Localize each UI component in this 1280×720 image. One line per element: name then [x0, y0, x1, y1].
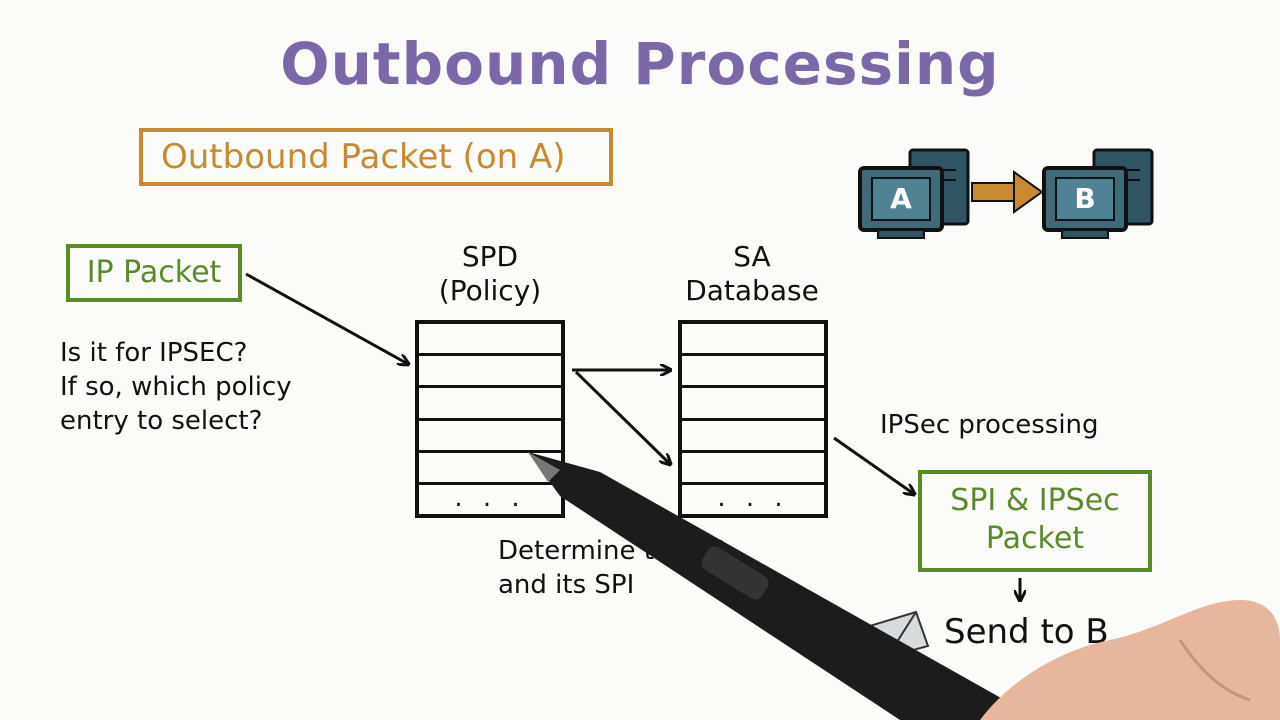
- computer-b-icon: B: [1042, 148, 1154, 239]
- page-title: Outbound Processing: [280, 30, 1000, 98]
- arrow-sa-to-spi: [833, 436, 914, 494]
- spd-row: [419, 388, 561, 421]
- question-line-1: Is it for IPSEC?: [60, 338, 248, 368]
- question-line-3: entry to select?: [60, 406, 263, 436]
- computer-b-label: B: [1074, 182, 1095, 215]
- question-text: Is it for IPSEC? If so, which policy ent…: [60, 336, 360, 438]
- spd-ellipsis: . . .: [454, 482, 526, 513]
- spd-label-line-2: (Policy): [438, 274, 542, 307]
- sa-ellipsis: . . .: [717, 482, 789, 513]
- spd-row: [419, 453, 561, 485]
- arrow-a-to-b: [971, 170, 1044, 214]
- spd-row: [419, 356, 561, 389]
- spd-label: SPD (Policy): [410, 240, 570, 308]
- spd-row: [419, 324, 561, 357]
- ipsec-processing-label: IPSec processing: [880, 410, 1099, 440]
- hand-icon: [980, 600, 1280, 720]
- spd-row: [419, 421, 561, 453]
- question-line-2: If so, which policy: [60, 372, 292, 402]
- sa-row: [682, 356, 824, 389]
- ip-packet-box: IP Packet: [66, 244, 242, 302]
- arrow-ip-to-spd: [245, 272, 408, 364]
- sa-table: . . .: [678, 320, 828, 518]
- spi-box-line-1: SPI & IPSec: [950, 483, 1120, 518]
- send-to-b-label: Send to B: [944, 612, 1109, 652]
- spi-box-line-2: Packet: [985, 521, 1085, 556]
- pen-icon: [528, 452, 1040, 720]
- sa-label-line-1: SA: [733, 240, 771, 273]
- spd-table: . . .: [415, 320, 565, 518]
- determine-line-2: and its SPI: [498, 570, 635, 600]
- sa-label: SA Database: [672, 240, 832, 308]
- arrow-spd-to-sa-2: [574, 370, 670, 464]
- spd-label-line-1: SPD: [461, 240, 519, 273]
- spi-ipsec-packet-box: SPI & IPSec Packet: [918, 470, 1152, 572]
- computer-a-icon: A: [858, 148, 970, 239]
- sa-row: [682, 421, 824, 453]
- outbound-packet-box: Outbound Packet (on A): [139, 128, 613, 186]
- sa-label-line-2: Database: [685, 274, 819, 307]
- sa-row: [682, 324, 824, 357]
- sa-row: [682, 388, 824, 421]
- sa-row: [682, 453, 824, 485]
- computer-a-label: A: [890, 182, 912, 215]
